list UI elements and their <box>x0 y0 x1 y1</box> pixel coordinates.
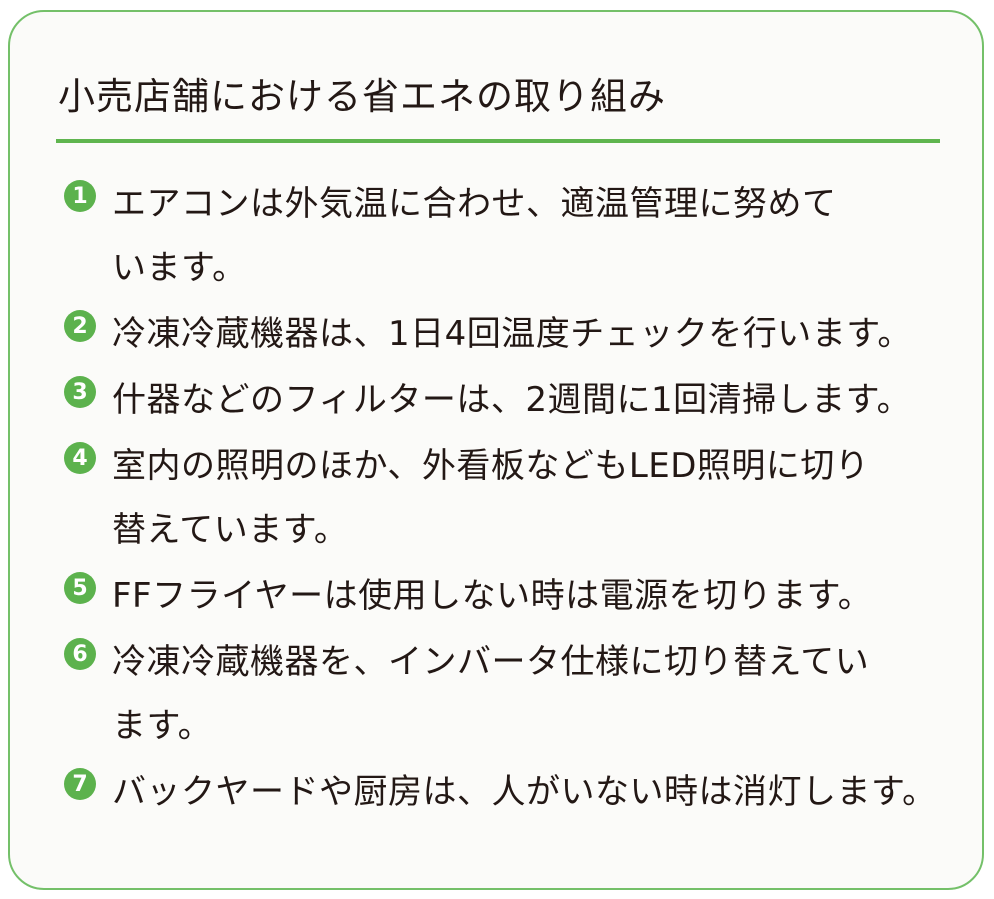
item-text: 冷凍冷蔵機器は、1日4回温度チェックを行います。 <box>112 314 912 354</box>
number-5-icon: 5 <box>64 572 96 604</box>
title-underline <box>56 139 940 143</box>
item-text: エアコンは外気温に合わせ、適温管理に努めて います。 <box>112 184 837 288</box>
item-text: バックヤードや厨房は、人がいない時は消灯します。 <box>112 772 937 812</box>
energy-saving-card <box>8 10 984 890</box>
item-text: 什器などのフィルターは、2週間に1回清掃します。 <box>112 380 912 420</box>
number-6-icon: 6 <box>64 638 96 670</box>
number-4-icon: 4 <box>64 442 96 474</box>
item-text: 室内の照明のほか、外看板などもLED照明に切り 替えています。 <box>112 446 870 550</box>
item-text: 冷凍冷蔵機器を、インバータ仕様に切り替えてい ます。 <box>112 642 870 746</box>
item-text: FFフライヤーは使用しない時は電源を切ります。 <box>112 576 873 616</box>
number-2-icon: 2 <box>64 310 96 342</box>
number-7-icon: 7 <box>64 768 96 800</box>
number-3-icon: 3 <box>64 376 96 408</box>
page-title: 小売店舗における省エネの取り組み <box>58 75 666 118</box>
number-1-icon: 1 <box>64 180 96 212</box>
